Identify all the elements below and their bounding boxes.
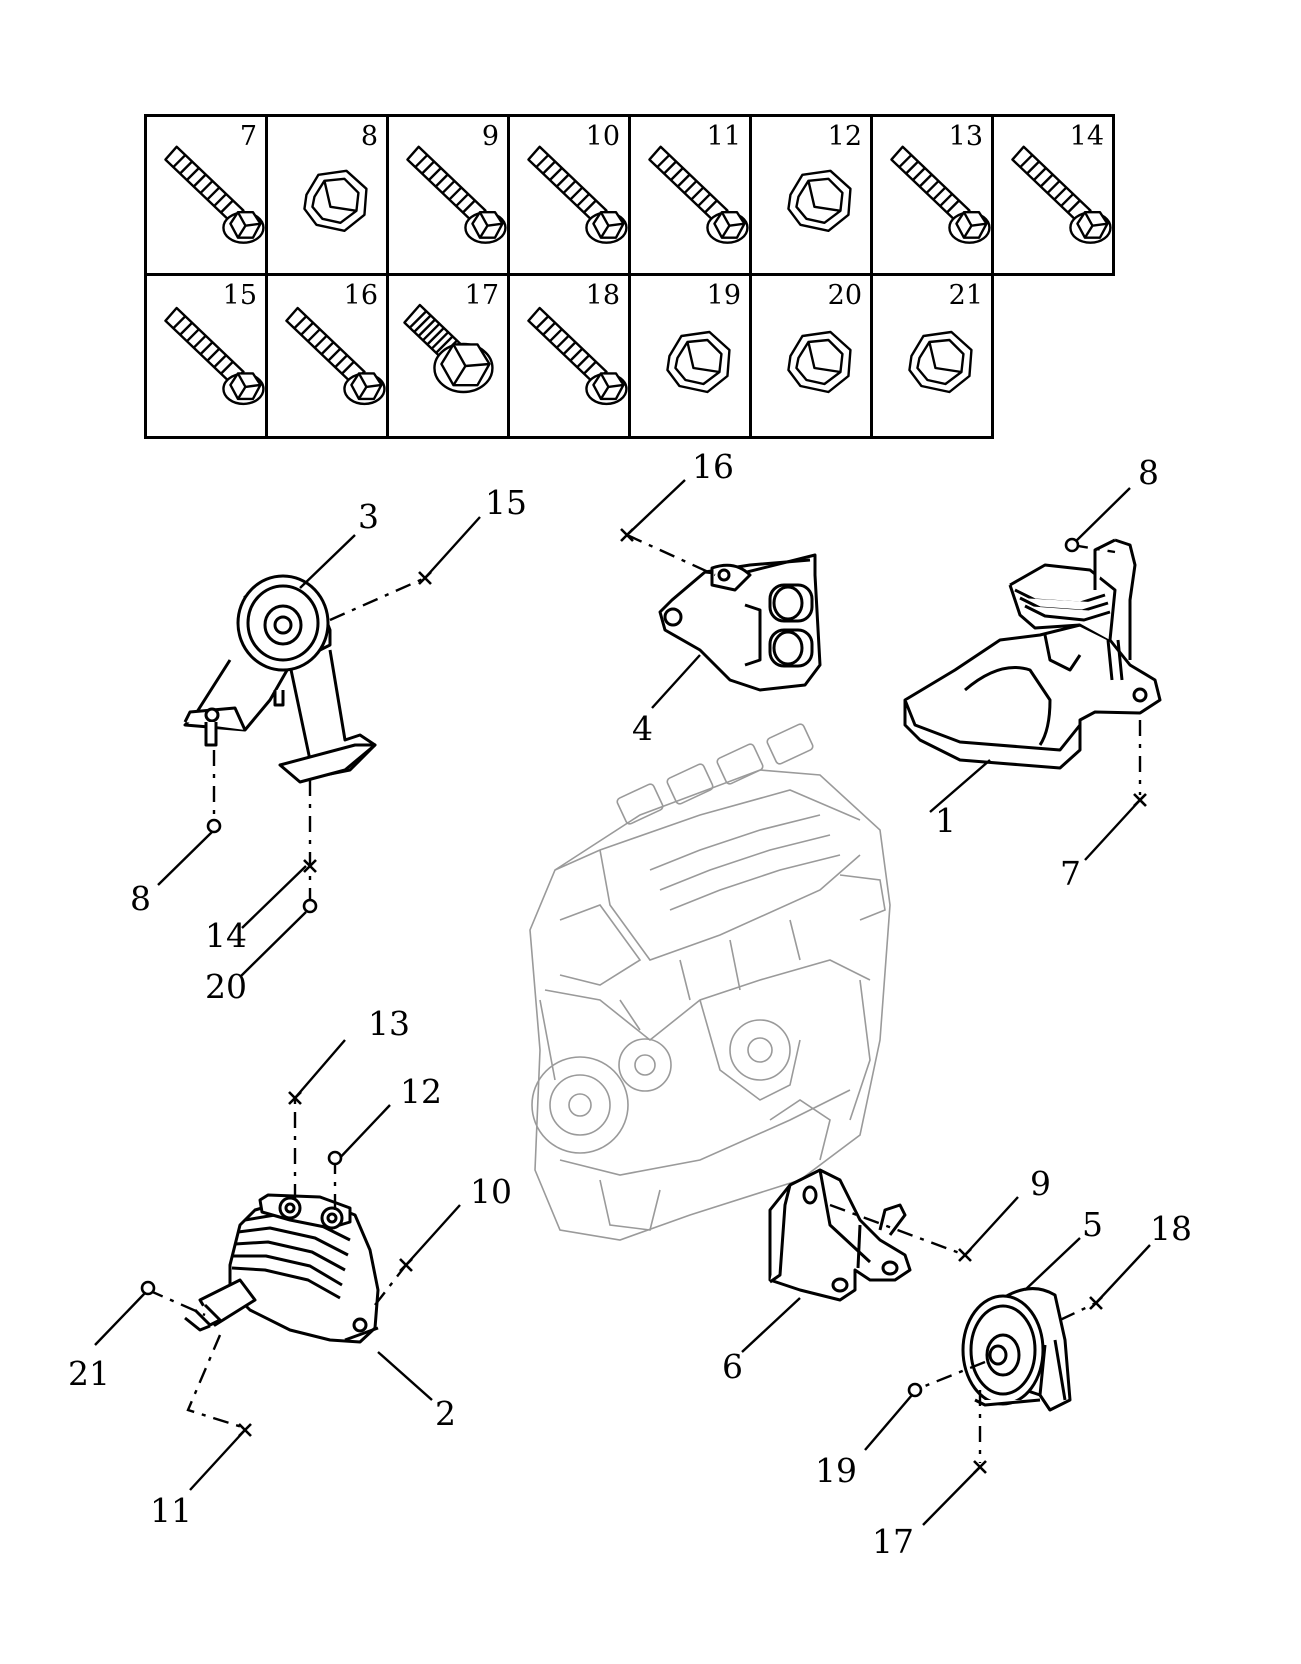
callout-1: 1: [935, 801, 956, 840]
engine-mount-part-1: [903, 538, 1162, 770]
bolt-icon: [890, 145, 991, 244]
callout-11: 11: [150, 1491, 192, 1530]
fastener-cell-20: 20: [749, 273, 873, 439]
callout-21: 21: [68, 1354, 110, 1393]
callout-12: 12: [400, 1072, 442, 1111]
fastener-number: 9: [481, 121, 499, 152]
fastener-number: 18: [585, 280, 620, 311]
fastener-cell-15: 15: [144, 273, 268, 439]
callout-4: 4: [632, 709, 653, 748]
callout-20: 20: [205, 967, 247, 1006]
engine-mount-part-4: [658, 553, 822, 692]
leader-lines: [94, 479, 1151, 1526]
callout-5: 5: [1082, 1205, 1103, 1244]
fastener-number: 10: [585, 121, 620, 152]
callout-6: 6: [722, 1347, 743, 1386]
callout-18: 18: [1150, 1209, 1192, 1248]
bolt-icon: [648, 145, 749, 244]
fastener-cell-19: 19: [628, 273, 752, 439]
callout-19: 19: [815, 1451, 857, 1490]
fastener-number: 19: [706, 280, 741, 311]
callout-2: 2: [435, 1394, 456, 1433]
fastener-number: 16: [343, 280, 378, 311]
nut-icon: [787, 330, 852, 394]
fastener-cell-8: 8: [265, 114, 389, 276]
fastener-cell-14: 14: [991, 114, 1115, 276]
fastener-cell-21: 21: [870, 273, 994, 439]
fastener-cell-7: 7: [144, 114, 268, 276]
large-bolt-icon: [403, 303, 494, 394]
fastener-number: 14: [1069, 121, 1104, 152]
bolt-icon: [1011, 145, 1112, 244]
fastener-number: 17: [464, 280, 499, 311]
callout-8-top-right: 8: [1138, 453, 1159, 492]
fastener-cell-10: 10: [507, 114, 631, 276]
callout-14: 14: [205, 916, 247, 955]
nut-icon: [666, 330, 731, 394]
fastener-cell-9: 9: [386, 114, 510, 276]
callout-17: 17: [872, 1522, 914, 1561]
fastener-cell-16: 16: [265, 273, 389, 439]
callout-13: 13: [368, 1004, 410, 1043]
fastener-cell-17: 17: [386, 273, 510, 439]
callout-9: 9: [1030, 1164, 1051, 1203]
bolt-icon: [164, 306, 265, 406]
mount-bracket-part-6: [768, 1168, 912, 1302]
callout-15: 15: [485, 483, 527, 522]
fastener-number: 13: [948, 121, 983, 152]
nut-icon: [303, 169, 368, 233]
callout-3: 3: [358, 497, 379, 536]
bolt-icon: [164, 145, 265, 244]
fastener-number: 8: [360, 121, 378, 152]
fastener-number: 7: [239, 121, 257, 152]
bolt-icon: [406, 145, 507, 244]
bolt-icon: [527, 306, 628, 406]
fastener-number: 11: [706, 121, 741, 152]
callout-8-left: 8: [130, 879, 151, 918]
engine-mount-part-5: [961, 1287, 1072, 1412]
engine-mount-part-3: [183, 574, 377, 784]
fastener-cell-12: 12: [749, 114, 873, 276]
fastener-markers: [140, 528, 1147, 1474]
fastener-number: 12: [827, 121, 862, 152]
callout-16: 16: [692, 447, 734, 486]
nut-icon: [787, 169, 852, 233]
fastener-number: 21: [948, 280, 983, 311]
fastener-number: 15: [222, 280, 257, 311]
fastener-number: 20: [827, 280, 862, 311]
callout-10: 10: [470, 1172, 512, 1211]
callout-7: 7: [1060, 854, 1081, 893]
fastener-cell-18: 18: [507, 273, 631, 439]
bolt-icon: [285, 306, 386, 406]
engine-mount-part-2: [184, 1193, 380, 1344]
engine-block-illustration: [529, 723, 891, 1241]
callout-labels: 1 2 3 4 5 6 7 8 8 9 10 11 12 13 14 15 16…: [68, 447, 1192, 1561]
nut-icon: [908, 330, 973, 394]
bolt-icon: [527, 145, 628, 244]
